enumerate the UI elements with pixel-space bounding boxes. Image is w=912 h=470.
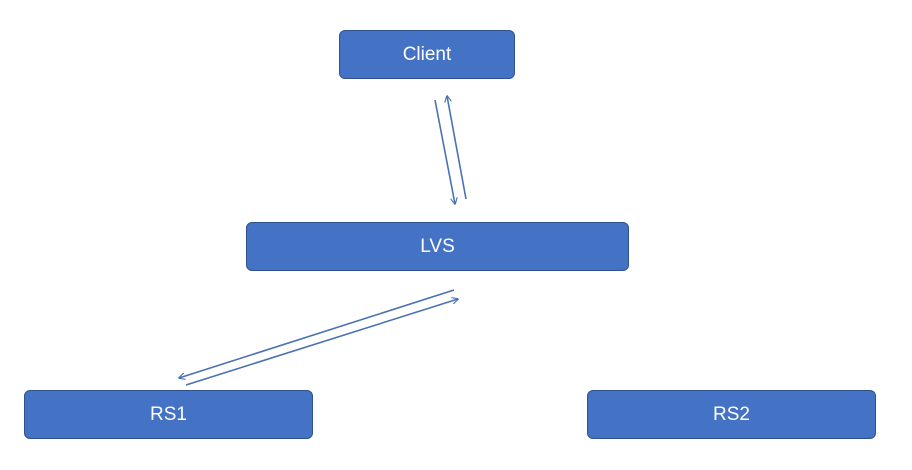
arrow-lvs-to-rs1 bbox=[179, 289, 455, 378]
rs2-node: RS2 bbox=[587, 390, 876, 439]
lvs-label: LVS bbox=[420, 235, 455, 257]
rs1-label: RS1 bbox=[150, 403, 187, 425]
arrow-lvs-to-client bbox=[447, 96, 467, 200]
rs2-label: RS2 bbox=[713, 403, 750, 425]
lvs-node: LVS bbox=[246, 222, 629, 271]
arrow-client-to-lvs bbox=[434, 99, 455, 204]
arrow-rs1-to-lvs bbox=[185, 299, 458, 386]
client-node: Client bbox=[339, 30, 515, 79]
rs1-node: RS1 bbox=[24, 390, 313, 439]
client-label: Client bbox=[402, 43, 452, 65]
